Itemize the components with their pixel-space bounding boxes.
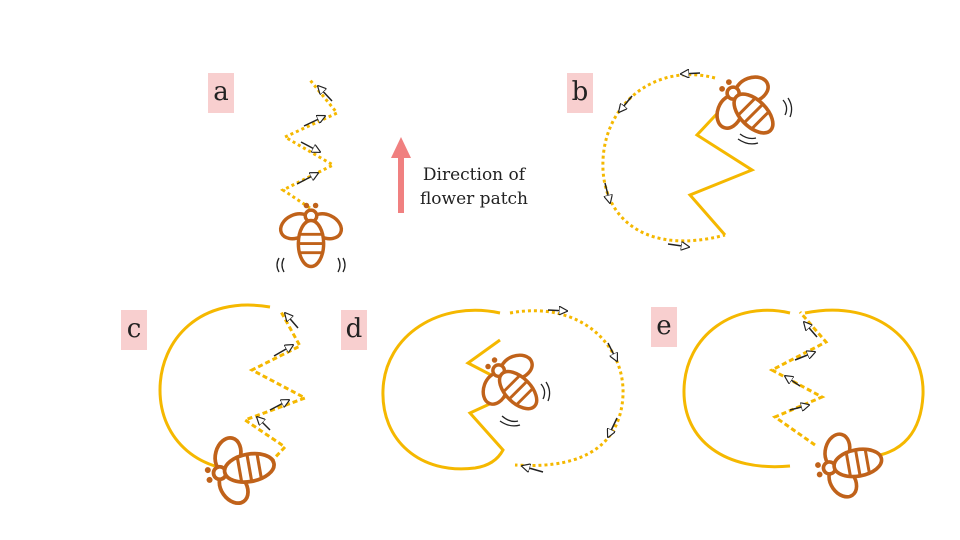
direction-caption: Direction of flower patch	[414, 163, 534, 211]
panel-label-d: d	[341, 310, 367, 350]
flight-arrow-icon	[318, 86, 333, 102]
flight-arrow-icon	[273, 345, 293, 357]
waggle-run-path	[687, 101, 756, 236]
right-loop-path	[804, 308, 925, 457]
return-path	[601, 73, 726, 243]
flight-arrow-icon	[547, 310, 567, 311]
flight-arrow-icon	[285, 313, 299, 329]
flight-arrow-icon	[785, 376, 801, 387]
flight-arrow-icon	[619, 95, 633, 112]
waggle-run-path	[768, 311, 829, 447]
direction-caption-line-2: flower patch	[419, 189, 529, 209]
flight-arrow-icon	[269, 400, 289, 411]
flight-arrow-icon	[303, 116, 325, 127]
return-path	[158, 303, 271, 472]
flight-arrow-icon	[608, 417, 618, 437]
bee-icon	[197, 424, 283, 515]
waggle-run-path	[241, 309, 309, 470]
flight-arrow-icon	[804, 322, 818, 338]
flight-arrow-icon	[257, 417, 271, 431]
panel-e	[682, 308, 925, 508]
panel-label-a: a	[208, 73, 234, 113]
flight-arrow-icon	[605, 182, 610, 203]
waggle-run-path	[280, 79, 340, 210]
panel-label-b: b	[567, 73, 593, 113]
bee-icon	[463, 335, 561, 433]
flight-arrow-icon	[607, 342, 617, 361]
panel-a	[274, 79, 348, 273]
flight-arrow-icon	[789, 405, 809, 410]
bee-icon	[274, 201, 348, 269]
panel-c	[158, 303, 309, 515]
left-loop-path	[381, 308, 524, 471]
panel-label-e: e	[651, 307, 677, 347]
flight-arrow-icon	[667, 244, 689, 247]
vibration-lines	[276, 257, 346, 273]
bee-icon	[696, 56, 798, 158]
panel-label-c: c	[121, 310, 147, 350]
flight-arrow-icon	[300, 141, 320, 152]
panel-b	[601, 56, 798, 247]
flight-arrow-icon	[794, 352, 815, 361]
flight-arrow-icon	[522, 466, 544, 473]
panel-d	[381, 308, 625, 473]
flight-arrow-icon	[681, 73, 701, 74]
flight-arrow-icon	[296, 173, 318, 185]
bee-icon	[807, 421, 890, 508]
direction-caption-line-1: Direction of	[422, 165, 526, 185]
vibration-lines	[737, 97, 793, 145]
left-loop-path	[682, 308, 791, 469]
vibration-lines	[499, 381, 551, 427]
direction-arrow-icon	[391, 137, 411, 213]
